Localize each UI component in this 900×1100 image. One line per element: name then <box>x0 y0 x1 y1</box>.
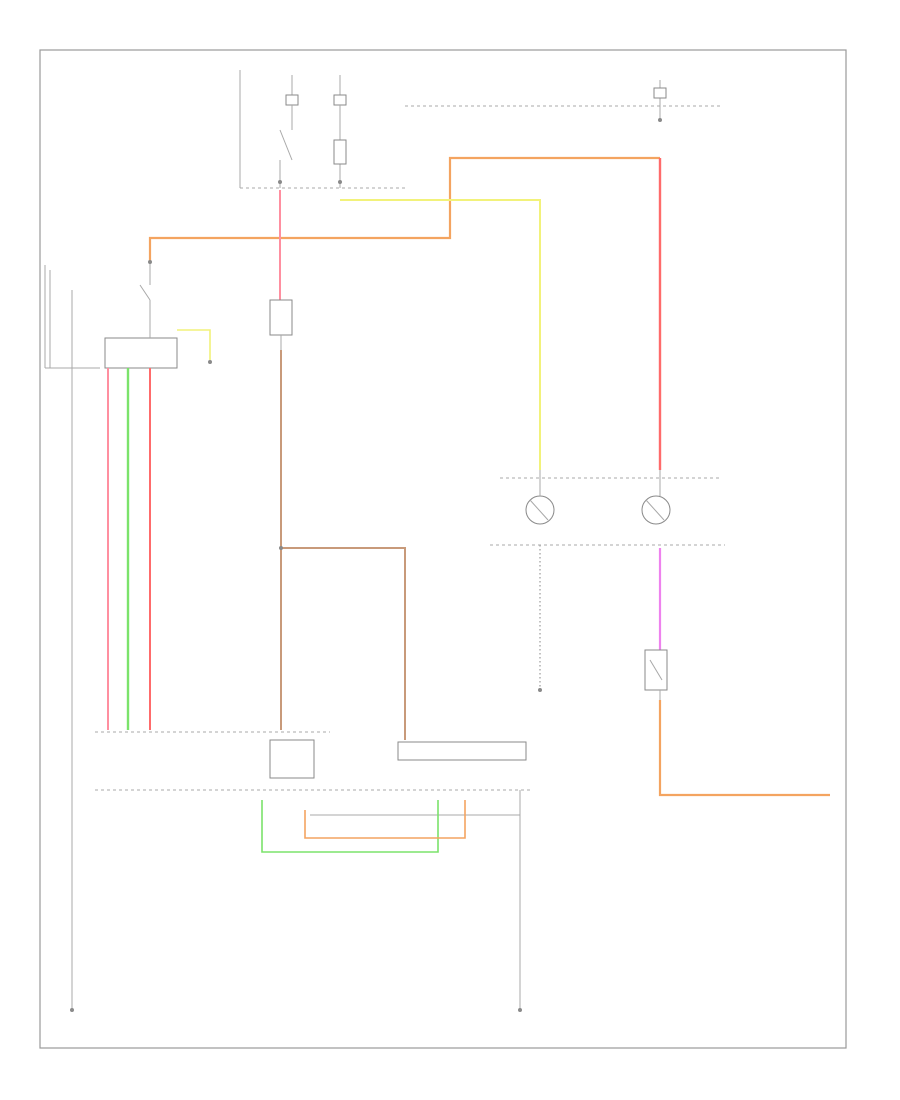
top-fuse-block <box>239 70 405 189</box>
left-harness <box>71 368 151 1010</box>
blower-relay <box>44 260 212 369</box>
lower-harness <box>70 731 530 1012</box>
tan-wire-branch <box>281 547 406 740</box>
compressor-clutch <box>644 649 668 700</box>
yellow-wire <box>340 199 541 470</box>
top-right-fuse <box>405 80 720 122</box>
diagram-frame <box>39 49 847 1049</box>
green-wire-loop <box>261 800 439 853</box>
ac-control-heads <box>490 470 725 546</box>
orange-wire-top <box>148 156 660 262</box>
orange-wire-loop <box>304 800 466 839</box>
orange-wire-right <box>658 700 830 797</box>
blower-motor-switch <box>269 299 293 350</box>
